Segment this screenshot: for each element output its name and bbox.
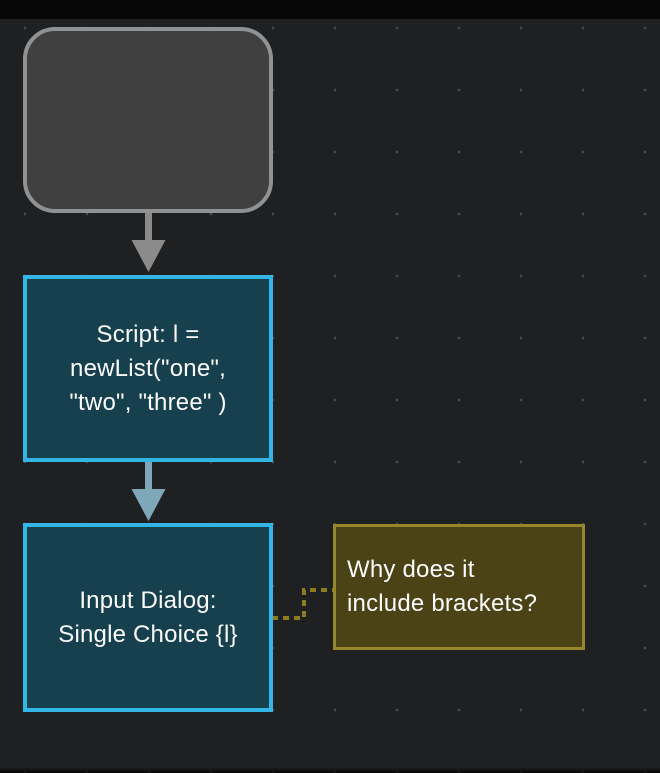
flow-arrow-down-icon bbox=[131, 211, 166, 272]
comment-block-label: Why does it include brackets? bbox=[336, 553, 537, 621]
input-dialog-block[interactable]: Input Dialog: Single Choice {l} bbox=[23, 523, 273, 712]
flow-arrow-down-icon bbox=[131, 460, 166, 521]
comment-link-connector bbox=[272, 588, 334, 620]
bottom-edge-shade bbox=[0, 767, 660, 773]
input-dialog-line-2: Single Choice {l} bbox=[58, 620, 238, 648]
flow-beginning-block[interactable] bbox=[23, 27, 273, 213]
comment-block[interactable]: Why does it include brackets? bbox=[333, 524, 585, 650]
comment-line-1: Why does it bbox=[347, 556, 475, 583]
script-block-label: Script: l = newList("one", "two", "three… bbox=[69, 318, 226, 420]
input-dialog-line-1: Input Dialog: bbox=[79, 586, 217, 614]
script-block-line-1: Script: l = bbox=[96, 320, 200, 348]
script-block-line-2: newList("one", bbox=[70, 354, 226, 382]
input-dialog-block-label: Input Dialog: Single Choice {l} bbox=[58, 584, 238, 652]
script-block[interactable]: Script: l = newList("one", "two", "three… bbox=[23, 275, 273, 462]
status-bar bbox=[0, 0, 660, 19]
script-block-line-3: "two", "three" ) bbox=[69, 388, 227, 416]
comment-line-2: include brackets? bbox=[347, 590, 538, 617]
